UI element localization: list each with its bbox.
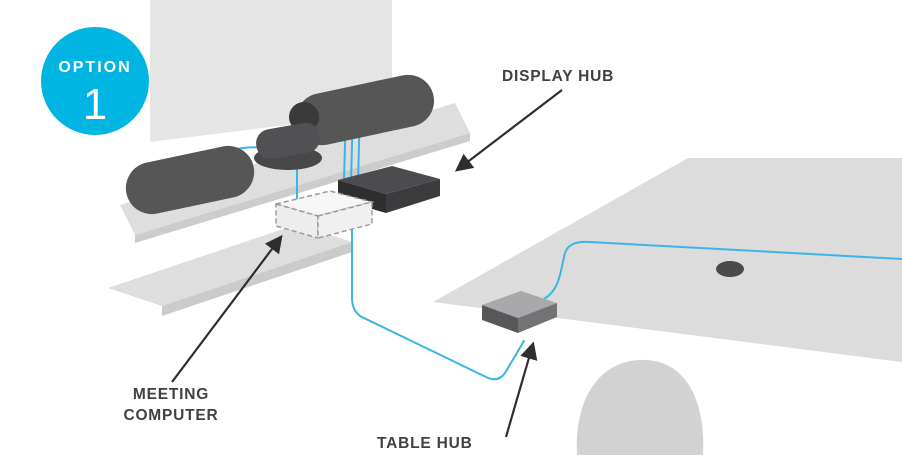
lower-shelf-top <box>108 224 352 306</box>
chair <box>576 359 704 455</box>
meeting-computer-label-line1: MEETING <box>133 386 209 403</box>
cable-grommet <box>716 261 744 277</box>
callout-labels: DISPLAY HUB MEETING COMPUTER TABLE HUB <box>123 68 614 452</box>
callout-arrows <box>171 89 563 438</box>
upper-shelf-edge <box>135 133 470 243</box>
conference-camera <box>254 102 322 170</box>
meeting-computer-arrow <box>171 234 283 383</box>
display-hub-arrow <box>454 89 563 172</box>
cable-displayhub-to-tablehub <box>351 212 525 381</box>
option-badge-word: OPTION <box>58 59 131 76</box>
table-hub-side <box>518 303 557 333</box>
display-hub-device <box>338 166 440 213</box>
meeting-computer-side <box>317 201 373 239</box>
table-hub-front <box>482 305 518 333</box>
table-hub-device <box>482 291 557 333</box>
option-badge-circle <box>41 27 149 135</box>
meeting-computer-label-line2: COMPUTER <box>123 407 218 424</box>
cable-tablehub-along-table <box>543 240 902 300</box>
speaker-left <box>125 145 255 215</box>
display-hub-top <box>338 166 440 194</box>
meeting-computer-device <box>273 190 375 239</box>
table-hub-label: TABLE HUB <box>377 435 473 452</box>
display-hub-front <box>338 180 386 213</box>
option-badge: OPTION 1 <box>41 27 149 135</box>
camera-body <box>256 122 320 160</box>
speaker-right <box>295 74 435 146</box>
display-hub-label: DISPLAY HUB <box>502 68 614 85</box>
lower-shelf-edge <box>162 242 352 316</box>
conference-table <box>433 158 902 362</box>
table-hub-arrow <box>504 341 538 438</box>
display-hub-side <box>386 179 440 213</box>
option-badge-number: 1 <box>83 80 107 129</box>
table-hub-top <box>482 291 557 318</box>
lower-shelf <box>108 224 352 316</box>
